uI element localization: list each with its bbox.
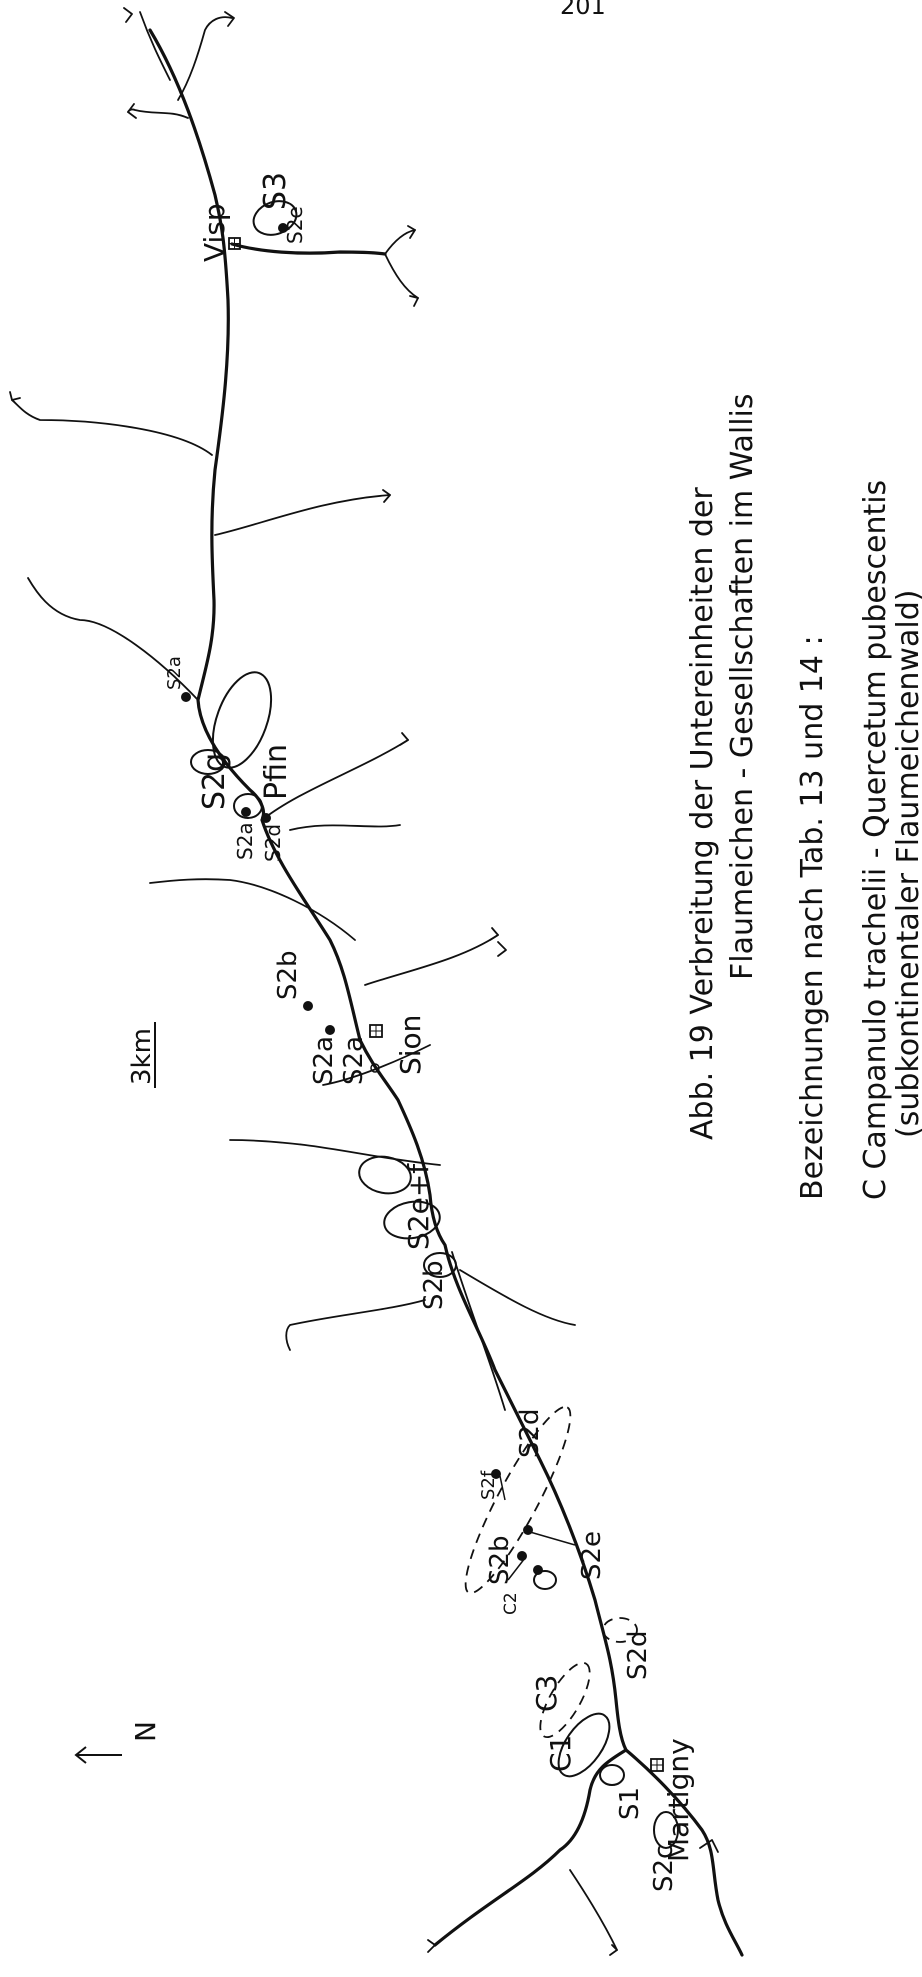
label-s2d-east: S2d: [515, 1408, 545, 1458]
area-s1: [599, 1764, 625, 1786]
label-s2b-open: S2b: [419, 1260, 449, 1310]
label-s2a-north: S2a: [164, 656, 185, 690]
unit-labels: S3 S2e S2a S2g S2a S2d S2b S2a S2a S2e+f…: [164, 172, 679, 1892]
caption-legend-intro: Bezeichnungen nach Tab. 13 und 14 :: [795, 635, 830, 1200]
arrowhead-icon: [9, 391, 21, 401]
area-s2d-south: [602, 1617, 638, 1643]
dot-s2b: [533, 1565, 543, 1575]
label-s2b-sion: S2b: [273, 950, 303, 1000]
area-s2a-pfin: [233, 793, 263, 819]
caption-title-line1: Abb. 19 Verbreitung der Untereinheiten d…: [685, 487, 720, 1140]
area-c3: [539, 1661, 591, 1739]
vegetation-areas: [190, 200, 679, 1849]
arrowhead-icon: [407, 225, 416, 239]
north-label: N: [129, 1721, 162, 1742]
dot-c2: [517, 1551, 527, 1561]
area-s2-strip: [464, 1405, 572, 1595]
dot-s2e: [523, 1525, 533, 1535]
north-arrow: N: [74, 1721, 162, 1764]
town-visp: Visp: [198, 203, 231, 262]
label-s2d-south: S2d: [623, 1630, 653, 1680]
arrowhead-icon: [489, 927, 499, 941]
label-s3: S3: [258, 172, 293, 210]
caption-title-line2: Flaumeichen - Gesellschaften im Wallis: [725, 393, 760, 980]
caption-legend-c-line1: C Campanulo trachelii - Quercetum pubesc…: [858, 480, 893, 1200]
scale-bar: 3km: [127, 1022, 157, 1088]
arrowhead-icon: [409, 295, 419, 307]
town-pfin: Pfin: [259, 744, 294, 800]
square-grid-icon: [369, 1024, 383, 1038]
label-s2f: S2f: [478, 1470, 499, 1500]
label-s2b-mid: S2b: [485, 1535, 515, 1585]
area-s2b-mid: [533, 1570, 557, 1590]
label-s2a-sion-dot: S2a: [309, 1036, 339, 1085]
dot-s2d-pfin: [261, 813, 271, 823]
label-s2a-pfin: S2a: [233, 822, 257, 860]
town-sion: Sion: [394, 1015, 427, 1075]
rhone-river: [148, 28, 744, 1957]
dot-s2b-sion: [303, 1001, 313, 1011]
arrowhead-icon: [123, 7, 133, 23]
town-labels: Visp Pfin Sion Martigny: [198, 203, 695, 1862]
area-s2e-f-south: [383, 1200, 441, 1240]
area-s2g: [190, 749, 226, 775]
label-s2g: S2g: [197, 753, 232, 810]
label-s2e-mid: S2e: [577, 1531, 607, 1580]
martigny-side-valley: [624, 1748, 744, 1957]
label-s2c: S2c: [649, 1845, 679, 1892]
arrowhead-icon: [399, 732, 409, 746]
town-martigny: Martigny: [662, 1738, 695, 1862]
scale-bar-label: 3km: [127, 1028, 157, 1085]
area-c1: [557, 1712, 611, 1778]
arrowhead-icon: [497, 941, 507, 957]
square-grid-icon: [650, 1758, 664, 1772]
map-caption: Abb. 19 Verbreitung der Untereinheiten d…: [685, 393, 922, 1200]
visp-side-valley: [230, 242, 387, 256]
caption-legend-c-line2: (subkontinentaler Flaumeichenwald): [891, 590, 922, 1138]
label-s2a-sion-open: S2a: [339, 1036, 369, 1085]
arrowhead-icon: [224, 11, 235, 27]
area-s2c: [653, 1811, 679, 1849]
label-s2e: S2e: [283, 206, 307, 244]
town-markers: [228, 237, 664, 1772]
label-s2e-f: S2e+f: [402, 1163, 435, 1250]
arrowhead-icon: [427, 1939, 436, 1953]
area-s2b-open: [423, 1252, 457, 1278]
area-s3: [252, 200, 298, 236]
label-s1: S1: [615, 1787, 645, 1820]
label-s2d-pfin: S2d: [261, 824, 285, 862]
area-pfin: [211, 671, 273, 769]
dot-s2a-pfin: [241, 807, 251, 817]
dot-s2f: [491, 1469, 501, 1479]
arrowhead-icon: [382, 489, 391, 503]
arrowhead-icon: [609, 1944, 618, 1956]
tributaries: [11, 11, 618, 1951]
dot-s2e: [278, 223, 288, 233]
label-c2-small: C2: [501, 1592, 521, 1615]
river-source-arrows: [9, 7, 719, 1956]
site-dots: [181, 223, 576, 1581]
dot-s2a-north: [181, 692, 191, 702]
area-s2e-f-north: [358, 1155, 412, 1195]
dot-s2a-sion: [325, 1025, 335, 1035]
main-river-line: [148, 28, 628, 1947]
label-c3: C3: [530, 1675, 563, 1712]
arrowhead-icon: [699, 1839, 719, 1853]
page-number: 201: [560, 0, 606, 20]
square-grid-icon: [228, 237, 241, 250]
label-c1: C1: [544, 1735, 577, 1772]
arrowhead-icon: [127, 103, 137, 119]
